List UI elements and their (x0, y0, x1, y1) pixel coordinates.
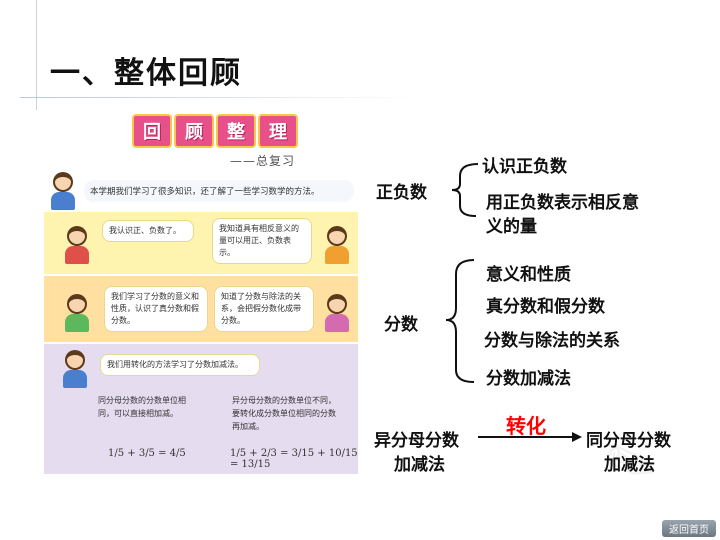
label-positive-negative: 正负数 (376, 183, 427, 203)
badge-char: 理 (258, 114, 298, 148)
kid-illustration-icon (62, 226, 92, 264)
fr-item-division: 分数与除法的关系 (484, 331, 620, 351)
pn-item-opposite-line1: 用正负数表示相反意 (486, 193, 639, 213)
badge-char: 整 (216, 114, 256, 148)
band-fraction-addition: 我们用转化的方法学习了分数加减法。 同分母分数的分数单位相同，可以直接相加减。 … (44, 344, 358, 474)
band-fractions: 我们学习了分数的意义和性质，认识了真分数和假分数。 知道了分数与除法的关系，会把… (44, 276, 358, 342)
intro-row: 本学期我们学习了很多知识，还了解了一些学习数学的方法。 (44, 172, 358, 210)
kid-illustration-icon (62, 294, 92, 332)
badge-char: 回 (132, 114, 172, 148)
fr-item-add-subtract: 分数加减法 (486, 369, 571, 389)
note-same-denominator: 同分母分数的分数单位相同，可以直接相加减。 (98, 396, 186, 418)
brace-positive-negative (451, 163, 479, 217)
title-decor-horizontal (20, 97, 420, 98)
fr-item-meaning: 意义和性质 (486, 265, 571, 285)
speech-bubble: 我们用转化的方法学习了分数加减法。 (100, 354, 260, 376)
review-badge: 回 顾 整 理 (132, 114, 298, 148)
speech-bubble: 知道了分数与除法的关系，会把假分数化成带分数。 (214, 286, 314, 332)
textbook-excerpt: 回 顾 整 理 ——总复习 本学期我们学习了很多知识，还了解了一些学习数学的方法… (44, 112, 358, 474)
note-different-denominator: 异分母分数的分数单位不同，要转化成分数单位相同的分数再加减。 (232, 396, 336, 431)
band-positive-negative: 我认识正、负数了。 我知道具有相反意义的量可以用正、负数表示。 (44, 212, 358, 274)
page-title: 一、整体回顾 (50, 56, 242, 91)
label-like-denominator-line2: 加减法 (604, 455, 655, 475)
pn-item-opposite-line2: 义的量 (486, 217, 537, 237)
label-like-denominator-line1: 同分母分数 (586, 431, 671, 451)
label-transform: 转化 (506, 414, 546, 438)
formula-different-denominator: 1/5 + 2/3 = 3/15 + 10/15 = 13/15 (230, 448, 358, 470)
kid-illustration-icon (60, 350, 90, 388)
speech-bubble: 我知道具有相反意义的量可以用正、负数表示。 (212, 218, 312, 264)
home-button[interactable]: 返回首页 (662, 520, 716, 537)
intro-text: 本学期我们学习了很多知识，还了解了一些学习数学的方法。 (84, 180, 354, 202)
book-subtitle: ——总复习 (230, 154, 296, 168)
kid-illustration-icon (322, 294, 352, 332)
label-fraction: 分数 (384, 315, 418, 335)
badge-char: 顾 (174, 114, 214, 148)
title-decor-vertical (36, 0, 37, 110)
brace-fraction (445, 259, 475, 383)
fr-item-proper-improper: 真分数和假分数 (486, 297, 605, 317)
kid-illustration-icon (48, 172, 78, 210)
label-unlike-denominator-line1: 异分母分数 (374, 431, 459, 451)
label-unlike-denominator-line2: 加减法 (394, 455, 445, 475)
transform-arrow-head (572, 432, 582, 442)
speech-bubble: 我们学习了分数的意义和性质，认识了真分数和假分数。 (104, 286, 208, 332)
kid-illustration-icon (322, 226, 352, 264)
formula-same-denominator: 1/5 + 3/5 = 4/5 (108, 448, 186, 459)
speech-bubble: 我认识正、负数了。 (102, 220, 194, 242)
pn-item-recognize: 认识正负数 (482, 157, 567, 177)
